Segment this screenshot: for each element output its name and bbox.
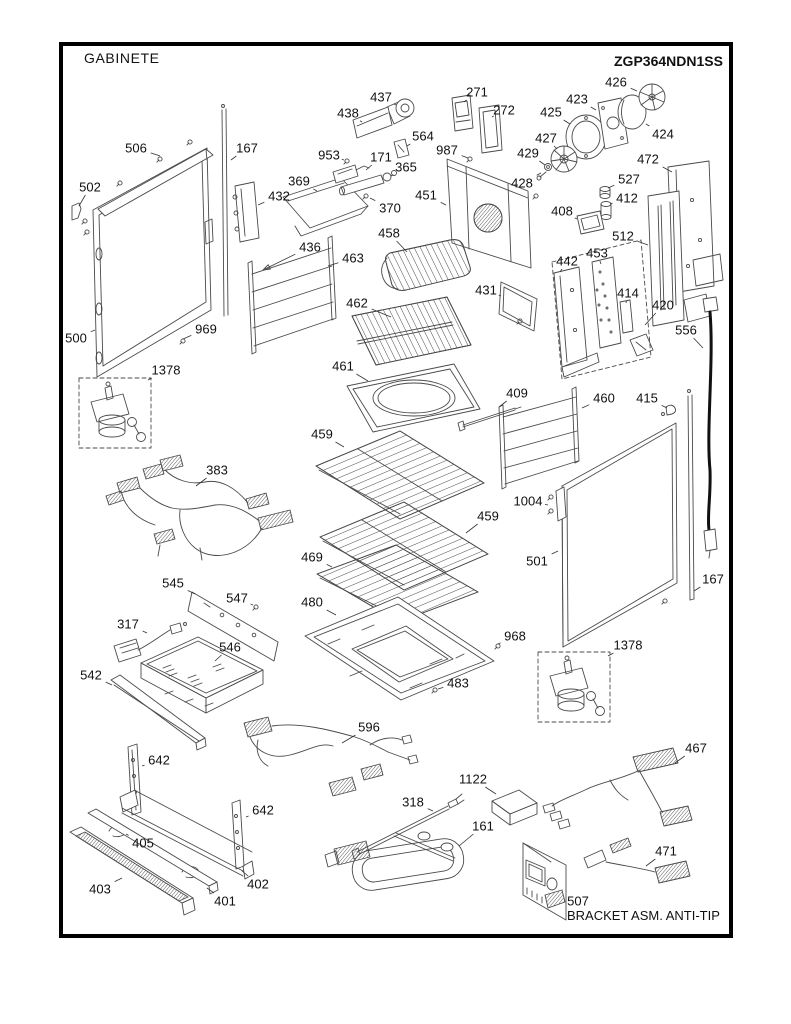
- callout-953-10: 953: [318, 147, 340, 163]
- callout-461-42: 461: [332, 358, 354, 374]
- callout-459-46: 459: [311, 426, 333, 442]
- callout-424-23: 424: [652, 126, 674, 142]
- diagram-title: GABINETE: [84, 50, 160, 66]
- callout-272-18: 272: [493, 102, 515, 118]
- callout-507-73: 507: [567, 893, 589, 909]
- callout-370-15: 370: [379, 200, 401, 216]
- callout-420-35: 420: [652, 297, 674, 313]
- callout-318-69: 318: [402, 794, 424, 810]
- callout-546-59: 546: [219, 639, 241, 655]
- callout-402-66: 402: [247, 876, 269, 892]
- callout-483-54: 483: [447, 675, 469, 691]
- callout-460-44: 460: [593, 390, 615, 406]
- callout-415-45: 415: [636, 390, 658, 406]
- callout-414-34: 414: [617, 285, 639, 301]
- callout-596-67: 596: [358, 719, 380, 735]
- callout-480-52: 480: [301, 594, 323, 610]
- callout-527-28: 527: [618, 171, 640, 187]
- callout-1378-5: 1378: [151, 362, 181, 378]
- page-border: [59, 42, 733, 938]
- callout-405-63: 405: [132, 835, 154, 851]
- callout-451-16: 451: [415, 187, 437, 203]
- callout-365-12: 365: [395, 159, 417, 175]
- callout-369-13: 369: [288, 173, 310, 189]
- callout-428-26: 428: [511, 175, 533, 191]
- callout-547-57: 547: [226, 590, 248, 606]
- callout-1004-48: 1004: [513, 493, 543, 509]
- callout-317-58: 317: [117, 616, 139, 632]
- callout-167-50: 167: [702, 571, 724, 587]
- callout-403-64: 403: [89, 881, 111, 897]
- callout-471-72: 471: [655, 843, 677, 859]
- callout-458-40: 458: [378, 225, 400, 241]
- callout-459-47: 459: [477, 508, 499, 524]
- callout-469-51: 469: [301, 549, 323, 565]
- callout-500-3: 500: [65, 330, 87, 346]
- callout-542-60: 542: [80, 667, 102, 683]
- callout-409-43: 409: [506, 385, 528, 401]
- callout-564-9: 564: [412, 128, 434, 144]
- anti-tip-note: BRACKET ASM. ANTI-TIP: [567, 908, 720, 923]
- callout-426-20: 426: [605, 74, 627, 90]
- callout-556-37: 556: [675, 322, 697, 338]
- callout-462-41: 462: [346, 295, 368, 311]
- callout-412-29: 412: [616, 190, 638, 206]
- callout-442-32: 442: [556, 253, 578, 269]
- callout-987-19: 987: [436, 142, 458, 158]
- callout-427-24: 427: [535, 130, 557, 146]
- callout-436-38: 436: [299, 239, 321, 255]
- callout-1122-68: 1122: [459, 771, 487, 787]
- callout-438-8: 438: [337, 105, 359, 121]
- callout-502-2: 502: [79, 179, 101, 195]
- callout-401-65: 401: [214, 893, 236, 909]
- callout-506-0: 506: [125, 140, 147, 156]
- callout-408-30: 408: [551, 203, 573, 219]
- callout-432-14: 432: [268, 188, 290, 204]
- callout-429-25: 429: [517, 145, 539, 161]
- callout-431-36: 431: [475, 282, 497, 298]
- callout-642-62: 642: [252, 802, 274, 818]
- model-number: ZGP364NDN1SS: [614, 53, 723, 69]
- callout-453-33: 453: [586, 245, 608, 261]
- callout-968-53: 968: [504, 628, 526, 644]
- callout-423-21: 423: [566, 91, 588, 107]
- callout-171-11: 171: [370, 149, 392, 165]
- callout-425-22: 425: [540, 104, 562, 120]
- callout-545-56: 545: [162, 575, 184, 591]
- callout-383-6: 383: [206, 462, 228, 478]
- callout-512-31: 512: [612, 228, 634, 244]
- callout-437-7: 437: [370, 89, 392, 105]
- callout-472-27: 472: [637, 151, 659, 167]
- callout-271-17: 271: [466, 84, 488, 100]
- callout-501-49: 501: [526, 553, 548, 569]
- callout-642-61: 642: [148, 752, 170, 768]
- callout-467-71: 467: [685, 740, 707, 756]
- callout-1378-55: 1378: [613, 637, 643, 653]
- callout-161-70: 161: [472, 818, 494, 834]
- callout-969-4: 969: [195, 321, 217, 337]
- callout-463-39: 463: [342, 250, 364, 266]
- callout-167-1: 167: [236, 140, 258, 156]
